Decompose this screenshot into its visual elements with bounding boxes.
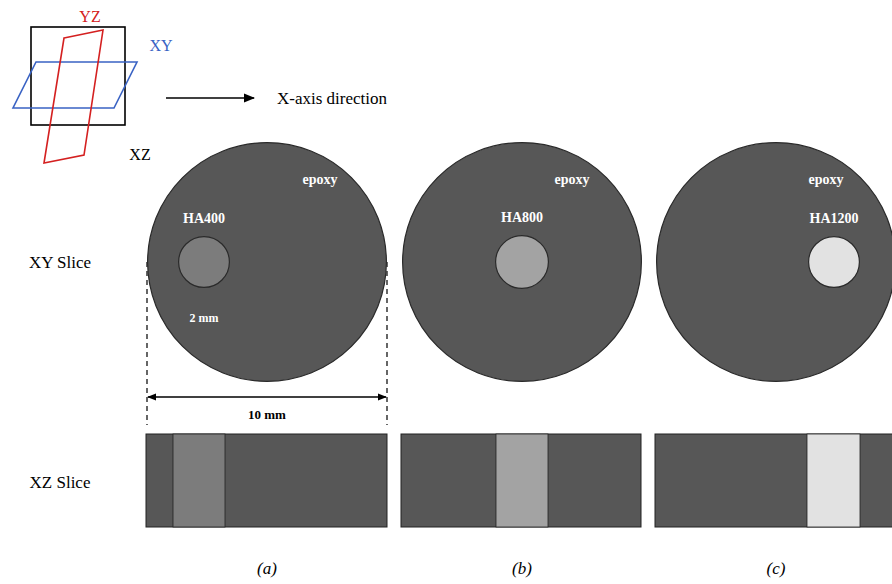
ha-insert-outline xyxy=(808,236,860,288)
ha-insert-circle xyxy=(809,237,860,288)
dimension-label: 2 mm xyxy=(190,312,219,324)
epoxy-disc: epoxyHA800 xyxy=(402,142,642,382)
xy-plane xyxy=(13,62,137,108)
insert-label: HA400 xyxy=(183,212,225,226)
ha-insert: HA800 xyxy=(495,235,549,289)
plane-label: XZ xyxy=(129,147,150,163)
epoxy-disc-circle xyxy=(403,143,642,382)
dimension-label: 10 mm xyxy=(245,408,289,421)
xz-slices xyxy=(146,434,892,527)
x-axis-arrow xyxy=(166,97,254,98)
panel-label: (b) xyxy=(512,560,532,577)
ha-insert-circle xyxy=(496,236,549,289)
insert-label: HA800 xyxy=(501,211,543,225)
material-label: epoxy xyxy=(809,173,844,187)
material-label: epoxy xyxy=(303,173,338,187)
row-label: XZ Slice xyxy=(30,474,91,491)
material-label: epoxy xyxy=(555,173,590,187)
panel-label: (c) xyxy=(767,560,786,577)
ha-insert: HA1200 xyxy=(808,236,860,288)
epoxy-disc: epoxyHA1200 xyxy=(656,142,892,382)
panel-label: (a) xyxy=(257,560,277,577)
plane-label: XY xyxy=(149,38,172,54)
plane-label: YZ xyxy=(79,9,100,25)
ha-insert-circle xyxy=(179,237,230,288)
yz-plane xyxy=(44,30,103,163)
ha-insert-outline xyxy=(495,235,549,289)
epoxy-disc: epoxyHA400 xyxy=(147,142,387,382)
insert-label: HA1200 xyxy=(810,212,859,226)
row-label: XY Slice xyxy=(29,254,91,271)
epoxy-disc-circle xyxy=(148,143,387,382)
xz-plane xyxy=(31,27,125,125)
ha-insert-outline xyxy=(178,236,230,288)
epoxy-disc-circle xyxy=(657,143,892,382)
ha-insert: HA400 xyxy=(178,236,230,288)
axis-label: X-axis direction xyxy=(277,90,387,107)
